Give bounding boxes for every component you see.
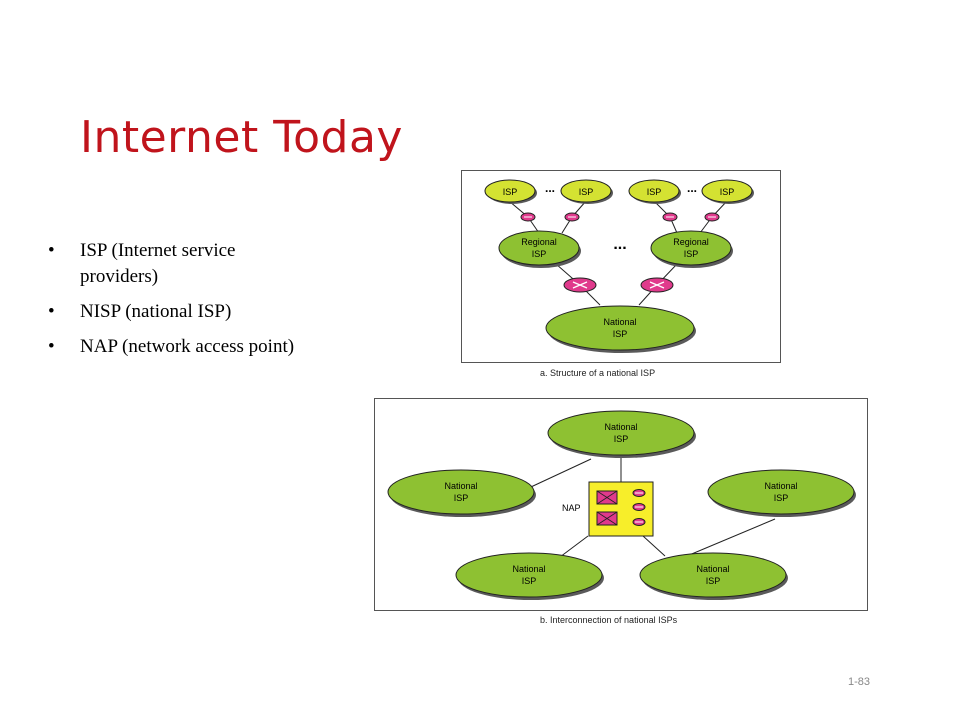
- national-label: ISP: [522, 576, 537, 586]
- national-isp-left: National ISP: [387, 469, 536, 517]
- regional-label: Regional: [521, 237, 557, 247]
- national-label: National: [603, 317, 636, 327]
- bullet-nisp: NISP (national ISP): [48, 299, 298, 325]
- small-router-icon: [632, 503, 646, 511]
- diagram-a-svg: ISP ... ISP ISP ... ISP Regional ISP: [484, 179, 754, 353]
- bullet-list: ISP (Internet service providers) NISP (n…: [48, 238, 298, 369]
- national-isp-bottom-right: National ISP: [639, 552, 788, 600]
- national-isp-right: National ISP: [707, 469, 856, 517]
- router-icon: [563, 277, 597, 293]
- isp-label: ISP: [647, 187, 662, 197]
- isp-node-3: ISP: [628, 179, 681, 204]
- regional-label: ISP: [532, 249, 547, 259]
- diagram-national-isp-structure: ISP ... ISP ISP ... ISP Regional ISP: [461, 170, 781, 363]
- small-router-icon: [564, 212, 580, 222]
- regional-label: Regional: [673, 237, 709, 247]
- switch-icon: [596, 490, 618, 505]
- diagram-b-svg: National ISP National ISP National ISP N…: [387, 410, 856, 600]
- national-label: ISP: [454, 493, 469, 503]
- ellipsis-1: ...: [545, 181, 555, 195]
- page-number: 1-83: [848, 676, 871, 688]
- national-label: National: [764, 481, 797, 491]
- nap-box: [588, 481, 654, 537]
- isp-label: ISP: [579, 187, 594, 197]
- regional-isp-node-1: Regional ISP: [498, 230, 581, 268]
- national-isp-node: National ISP: [545, 305, 696, 353]
- small-router-icon: [632, 518, 646, 526]
- regional-isp-node-2: Regional ISP: [650, 230, 733, 268]
- isp-node-4: ISP: [701, 179, 754, 204]
- national-label: ISP: [706, 576, 721, 586]
- isp-node-1: ISP: [484, 179, 537, 204]
- regional-label: ISP: [684, 249, 699, 259]
- isp-label: ISP: [503, 187, 518, 197]
- diagram-isp-interconnection: National ISP National ISP National ISP N…: [374, 398, 868, 611]
- national-label: National: [604, 422, 637, 432]
- national-isp-bottom-left: National ISP: [455, 552, 604, 600]
- diagram-a-caption: a. Structure of a national ISP: [540, 368, 656, 378]
- ellipsis-3: ...: [613, 236, 626, 253]
- small-router-icon: [520, 212, 536, 222]
- national-label: National: [696, 564, 729, 574]
- bullet-nap: NAP (network access point): [48, 334, 298, 360]
- national-label: National: [512, 564, 545, 574]
- router-icon: [640, 277, 674, 293]
- national-isp-top: National ISP: [547, 410, 696, 458]
- small-router-icon: [662, 212, 678, 222]
- slide-title: Internet Today: [80, 112, 403, 163]
- nap-label: NAP: [562, 503, 581, 513]
- small-router-icon: [632, 489, 646, 497]
- national-label: ISP: [774, 493, 789, 503]
- small-router-icon: [704, 212, 720, 222]
- ellipsis-2: ...: [687, 181, 697, 195]
- national-label: National: [444, 481, 477, 491]
- bullet-isp: ISP (Internet service providers): [48, 238, 298, 290]
- national-label: ISP: [614, 434, 629, 444]
- isp-node-2: ISP: [560, 179, 613, 204]
- isp-label: ISP: [720, 187, 735, 197]
- switch-icon: [596, 511, 618, 526]
- national-label: ISP: [613, 329, 628, 339]
- diagram-b-caption: b. Interconnection of national ISPs: [540, 615, 678, 625]
